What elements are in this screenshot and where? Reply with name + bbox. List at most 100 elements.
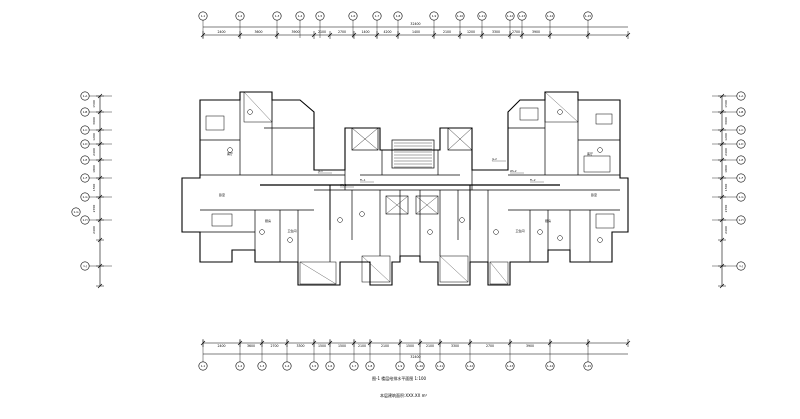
furniture [595,213,615,229]
left-axis-label: 1-F [83,176,88,180]
fixture [427,229,433,235]
fixture [359,211,365,217]
bottom-axis-label: 1-11 [437,364,444,368]
bottom-dim-text: 3900 [526,344,534,348]
top-total-text: 32400 [410,22,420,26]
pipe-tag: JL-1 [317,169,323,173]
top-dim-text: 1200 [467,30,475,34]
left-tick-mark [97,283,103,289]
bottom-axis-label: 1-10 [417,364,424,368]
drawing-scale: 1:100 [414,376,427,381]
pipe-tag: FL-2 [530,178,536,182]
furniture [583,155,611,173]
right-dim-text: 3000 [724,117,728,125]
pipe-tag: JL-2 [491,157,497,161]
top-dim-text: 3900 [532,30,540,34]
bottom-dim-text: 1500 [406,344,414,348]
top-axis-label: 1-14 [547,14,554,18]
bottom-dim-text: 2100 [358,344,366,348]
bottom-dim-text: 1500 [338,344,346,348]
left-axis-label: 1-J [83,264,87,268]
top-dim-text: 3300 [492,30,500,34]
building-outline [181,91,629,286]
shaft-left [351,127,379,151]
bottom-axis-label: 1-12 [467,364,474,368]
right-axis-label: 1-B [739,110,744,114]
top-tick-mark [351,32,357,38]
left-axis-label: 1-H [83,218,88,222]
top-axis-label: 1-13 [519,14,526,18]
balcony-hatch [439,255,469,283]
balcony [544,91,579,123]
right-axis-label: 1-H [739,218,744,222]
top-axis-label: 1-10 [457,14,464,18]
bottom-axis-label: 1-9 [398,364,403,368]
room-label: 厨房 [265,218,271,223]
right-axis-label: 1-A [739,94,744,98]
left-axis-label: 1-C [83,128,88,132]
elevator-shaft [385,195,409,215]
top-axis-label: 1-15 [585,14,592,18]
top-axis-label: 1-2 [238,14,243,18]
left-axis-extra-circle [71,207,81,217]
right-dim-text: 2400 [724,226,728,234]
top-dim-text: 2700 [338,30,346,34]
right-tick-mark [719,283,725,289]
top-dim-text: 2100 [318,30,326,34]
right-dim-text: 1500 [724,184,728,192]
shaft-cross [351,127,379,151]
right-axis-label: 1-F [739,176,744,180]
top-axis-label: 1-1 [201,14,206,18]
top-axis-label: 1-4 [298,14,303,18]
bottom-tick-mark [625,340,631,346]
drawing-subtitle: 本层建筑面积:XXX.XX m² [380,393,428,398]
left-dim-text: 2400 [92,226,96,234]
pipe-tag: WL-1 [340,183,347,187]
left-axis-label: 1-G [82,195,87,199]
top-axis-label: 1-8 [396,14,401,18]
shaft-cross [447,127,473,151]
bottom-dim-text: 3600 [247,344,255,348]
balcony-hatch [243,91,273,123]
elevator-cross [385,195,409,215]
right-dim-text: 2400 [724,148,728,156]
top-axis-label: 1-7 [375,14,380,18]
right-dim-text: 1500 [724,100,728,108]
right-axis-label: 1-J [739,264,743,268]
top-dim-text: 2700 [512,30,520,34]
top-dim-text: 1400 [412,30,420,34]
room-label: 客厅 [587,151,593,156]
top-axis-label: 1-6 [351,14,356,18]
fixture [597,147,603,153]
room-label: 厨房 [545,218,551,223]
fixture [557,109,563,115]
fixture [247,109,253,115]
top-tick-mark [625,32,631,38]
furniture [519,107,539,121]
elevator-shaft [415,195,439,215]
top-dim-text: 3600 [254,30,262,34]
pipe-tag: WL-2 [510,169,517,173]
left-axis-label: 1-E [83,158,88,162]
fixture [337,217,343,223]
fixture [287,237,293,243]
right-axis-label: 1-D [739,142,744,146]
fixture [493,229,499,235]
stair-core [391,139,435,169]
left-dim-text: 1500 [92,184,96,192]
right-dim-text: 2700 [724,205,728,213]
balcony-hatch [544,91,579,123]
balcony [243,91,273,123]
elevator-cross [415,195,439,215]
pipe-tag: FL-1 [360,178,366,182]
right-dim-text: 1800 [724,165,728,173]
fixture [259,229,265,235]
right-axis-label: 1-C [739,128,744,132]
top-dim-text: 2100 [443,30,451,34]
room-label: 卧室 [219,192,225,197]
bottom-dim-text: 3300 [296,344,304,348]
right-axis-label: 1-E [739,158,744,162]
